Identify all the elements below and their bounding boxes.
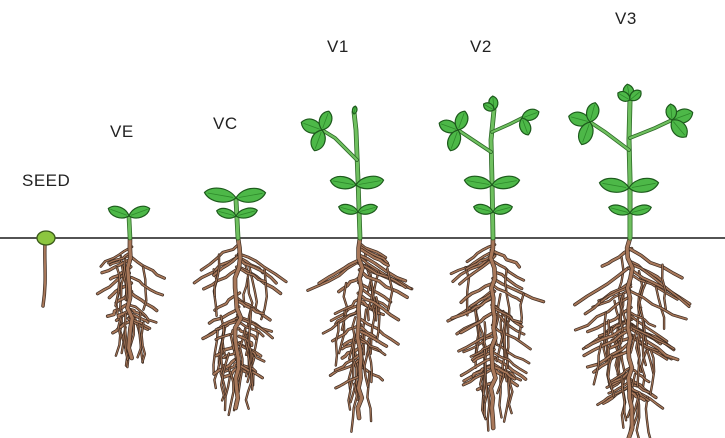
leaf-v2-h	[463, 174, 493, 191]
leaf-v3-k	[628, 176, 660, 195]
label-seed: SEED	[22, 171, 70, 190]
roots-v1	[308, 238, 412, 432]
leaf-v3-j	[598, 176, 630, 195]
leaf-vc-right	[235, 186, 267, 205]
plant-vc	[194, 186, 286, 415]
branch-v3-left	[590, 122, 629, 150]
roots-v2	[448, 238, 544, 431]
leaf-v1-f	[338, 202, 360, 216]
stem-v3	[629, 100, 630, 238]
branch-v3-right	[630, 120, 672, 138]
branch-v2-right	[492, 118, 522, 132]
stem-vc	[236, 200, 238, 238]
plant-v3	[567, 83, 695, 438]
seed-icon	[37, 231, 55, 245]
roots-vc	[194, 238, 286, 415]
leaf-v1-d	[329, 175, 357, 191]
label-v2: V2	[470, 37, 492, 56]
leaf-vc-low-left	[216, 206, 238, 220]
branch-v2-left	[458, 130, 491, 152]
plant-ve	[98, 204, 165, 368]
label-ve: VE	[110, 122, 134, 141]
roots-v3	[575, 238, 690, 438]
leaf-vc-left	[203, 186, 237, 205]
stem-ve	[129, 218, 130, 238]
label-v1: V1	[327, 37, 349, 56]
label-v3: V3	[615, 9, 637, 28]
leaf-v2-i	[491, 174, 521, 191]
roots-ve	[98, 238, 165, 367]
plant-v2	[437, 96, 543, 431]
leaf-v2-k	[492, 202, 514, 216]
leaf-v1-bud	[352, 106, 358, 115]
plant-v1	[299, 106, 412, 432]
plant-seed	[37, 231, 55, 306]
label-vc: VC	[213, 114, 238, 133]
